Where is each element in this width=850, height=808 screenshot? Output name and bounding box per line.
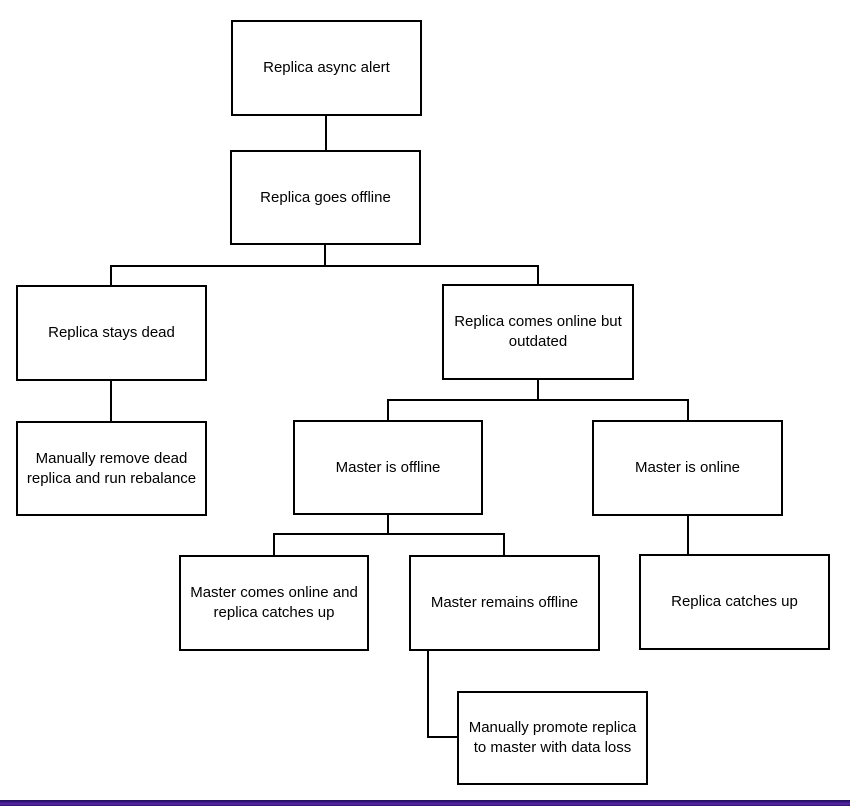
node-master-is-offline: Master is offline xyxy=(293,420,483,515)
node-replica-comes-online-but-outdated: Replica comes online but outdated xyxy=(442,284,634,380)
node-label: Replica catches up xyxy=(671,593,798,611)
node-replica-goes-offline: Replica goes offline xyxy=(230,150,421,245)
node-master-comes-online-replica-catches-up: Master comes online and replica catches … xyxy=(179,555,369,651)
node-master-is-online: Master is online xyxy=(592,420,783,516)
node-replica-async-alert: Replica async alert xyxy=(231,20,422,116)
node-master-remains-offline: Master remains offline xyxy=(409,555,600,651)
node-replica-catches-up: Replica catches up xyxy=(639,554,830,650)
bottom-accent-bar xyxy=(0,800,850,806)
node-replica-stays-dead: Replica stays dead xyxy=(16,285,207,381)
node-label: Manually remove dead replica and run reb… xyxy=(26,449,197,487)
node-label: Replica stays dead xyxy=(48,324,175,342)
node-label: Master is offline xyxy=(335,458,441,476)
node-label: Replica async alert xyxy=(263,59,390,77)
node-label: Replica goes offline xyxy=(260,188,391,206)
node-label: Master comes online and replica catches … xyxy=(190,584,358,621)
node-manually-remove-dead-replica: Manually remove dead replica and run reb… xyxy=(16,421,207,516)
node-manually-promote-replica: Manually promote replica to master with … xyxy=(457,691,648,785)
node-label: Manually promote replica to master with … xyxy=(468,719,637,756)
node-label: Master remains offline xyxy=(430,594,579,612)
edge-remains-offline-to-promote xyxy=(427,649,459,738)
node-label: Master is online xyxy=(634,459,741,477)
node-label: Replica comes online but outdated xyxy=(454,313,622,350)
